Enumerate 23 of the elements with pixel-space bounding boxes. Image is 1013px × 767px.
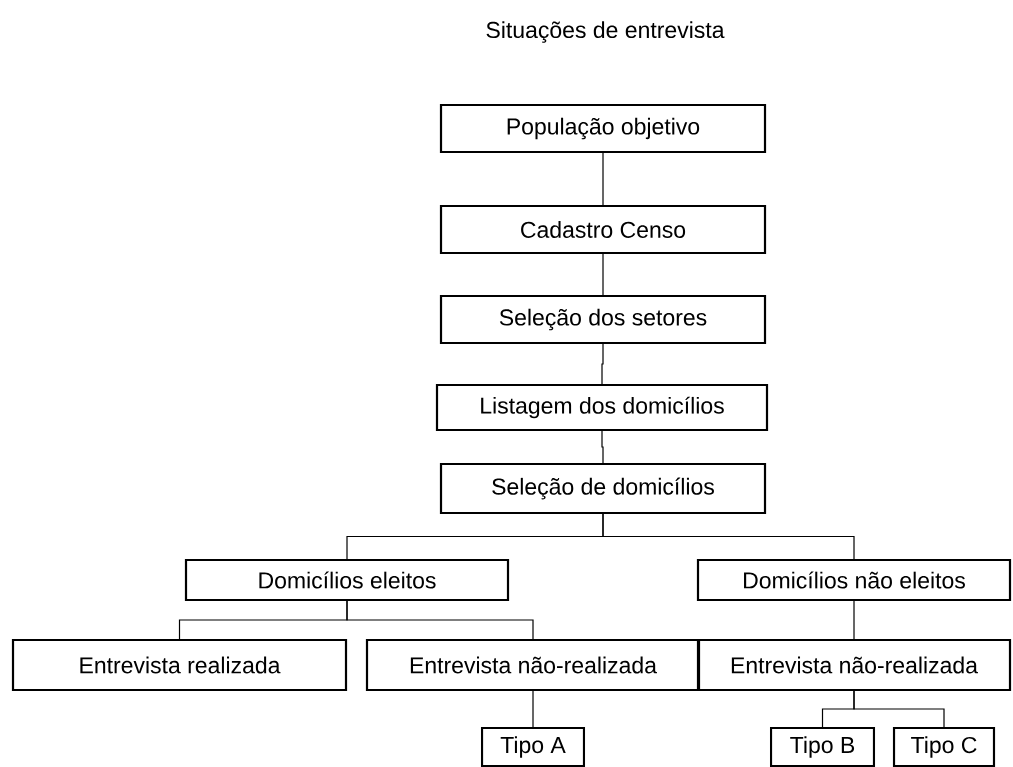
process-box: Listagem dos domicílios [435, 383, 769, 432]
connector-line [532, 690, 534, 728]
process-box: Entrevista não-realizada [696, 638, 1012, 692]
connector-line [602, 152, 604, 206]
process-box: População objetivo [439, 103, 767, 154]
title: Situações de entrevista [486, 21, 725, 43]
process-box: Domicílios não eleitos [696, 558, 1012, 602]
process-box: Cadastro Censo [439, 204, 767, 255]
process-box: Seleção dos setores [439, 294, 767, 345]
connector-line [601, 430, 604, 464]
connector-line [346, 600, 534, 640]
connector-line [602, 513, 855, 560]
process-box: Tipo B [769, 726, 876, 767]
process-box: Entrevista não-realizada [365, 638, 701, 692]
process-box: Tipo A [480, 726, 586, 767]
connector-line [853, 690, 945, 728]
process-box: Entrevista realizada [11, 638, 348, 692]
process-box: Tipo C [892, 726, 996, 767]
connector-line [601, 343, 604, 385]
connector-line [853, 600, 855, 640]
process-box: Domicílios eleitos [184, 558, 510, 602]
connector-line [602, 253, 604, 296]
process-box: Seleção de domicílios [439, 462, 767, 515]
